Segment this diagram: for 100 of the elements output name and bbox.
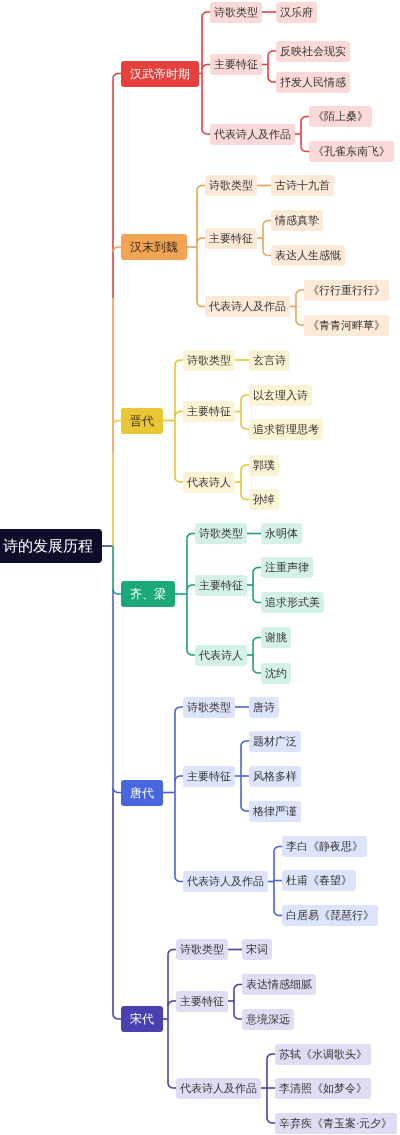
connector-line — [252, 571, 254, 586]
detail-topic: 抒发人民情感 — [276, 71, 350, 93]
connector-line — [262, 224, 264, 239]
connector-line — [256, 237, 264, 239]
subtopic: 代表诗人及作品 — [183, 871, 268, 892]
connector-line — [227, 1000, 235, 1002]
detail-topic: 辛弃疾《青玉案·元夕》 — [275, 1112, 397, 1134]
connector-line — [201, 68, 203, 75]
subtopic: 主要特征 — [195, 574, 247, 596]
detail-topic: 永明体 — [261, 523, 302, 544]
connector-line — [112, 452, 114, 547]
detail-topic: 《陌上桑》 — [309, 106, 372, 127]
detail-topic: 李清照《如梦令》 — [275, 1077, 371, 1099]
connector-line — [186, 589, 188, 595]
connector-line — [196, 189, 198, 244]
connector-line — [273, 850, 275, 883]
connector-line — [234, 481, 242, 483]
subtopic: 主要特征 — [183, 765, 235, 787]
connector-line — [167, 953, 169, 1007]
detail-topic: 《孔雀东南飞》 — [309, 141, 394, 162]
connector-line — [240, 745, 242, 777]
connector-line — [174, 364, 176, 418]
detail-topic: 孙绰 — [249, 489, 279, 510]
detail-topic: 意境深远 — [242, 1008, 294, 1030]
connector-line — [300, 120, 302, 135]
connector-line — [174, 706, 184, 713]
connector-line — [294, 133, 302, 135]
detail-topic: 追求哲理思考 — [249, 418, 323, 440]
connector-line — [252, 667, 262, 674]
connector-line — [201, 72, 203, 130]
connector-line — [112, 786, 114, 1015]
connector-line — [295, 294, 297, 308]
connector-line — [234, 775, 242, 777]
detail-topic: 反映社会现实 — [276, 40, 350, 62]
connector-line — [196, 237, 206, 244]
connector-line — [300, 133, 302, 148]
subtopic: 代表诗人 — [183, 471, 235, 493]
connector-line — [201, 16, 203, 71]
connector-line — [295, 305, 297, 321]
connector-line — [266, 1058, 268, 1089]
connector-line — [167, 1000, 177, 1007]
detail-topic: 题材广泛 — [249, 730, 301, 752]
connector-line — [252, 654, 254, 669]
subtopic: 主要特征 — [210, 54, 262, 75]
main-topic: 汉末到魏 — [121, 234, 187, 260]
connector-line — [112, 1013, 122, 1020]
detail-topic: 谢朓 — [261, 627, 291, 648]
connector-line — [233, 1013, 243, 1020]
detail-topic: 白居易《琵琶行》 — [282, 905, 378, 926]
connector-line — [262, 237, 264, 252]
connector-line — [112, 588, 122, 595]
connector-line — [186, 593, 188, 651]
connector-line — [167, 1005, 169, 1020]
connector-line — [174, 775, 184, 782]
detail-topic: 《青青河畔草》 — [304, 314, 389, 336]
connector-line — [112, 424, 114, 455]
connector-line — [186, 246, 198, 248]
connector-line — [260, 1087, 268, 1089]
detail-topic: 唐诗 — [249, 696, 279, 718]
subtopic: 诗歌类型 — [210, 1, 262, 23]
subtopic: 诗歌类型 — [205, 175, 257, 196]
detail-topic: 李白《静夜思》 — [282, 836, 367, 857]
connector-line — [174, 419, 176, 478]
connector-line — [174, 711, 176, 782]
detail-topic: 表达情感细腻 — [242, 974, 316, 995]
detail-topic: 格律严谨 — [249, 800, 301, 822]
connector-line — [112, 545, 114, 590]
subtopic: 诗歌类型 — [183, 696, 235, 718]
connector-line — [174, 780, 176, 794]
connector-line — [234, 706, 250, 708]
connector-line — [252, 584, 254, 599]
connector-line — [267, 55, 269, 66]
connector-line — [167, 1082, 177, 1089]
connector-line — [240, 423, 250, 430]
connector-line — [240, 394, 250, 401]
connector-line — [112, 588, 114, 789]
detail-topic: 苏轼《水调歌头》 — [275, 1043, 371, 1065]
connector-line — [240, 775, 242, 807]
main-topic: 汉武帝时期 — [121, 60, 199, 87]
detail-topic: 郭璞 — [249, 454, 279, 476]
detail-topic: 注重声律 — [261, 557, 313, 578]
connector-line — [295, 319, 305, 326]
connector-line — [174, 593, 188, 595]
connector-line — [174, 359, 184, 366]
subtopic: 代表诗人 — [195, 644, 247, 666]
main-topic: 晋代 — [121, 407, 163, 434]
connector-line — [233, 988, 235, 1002]
connector-line — [266, 1053, 276, 1060]
subtopic: 诗歌类型 — [195, 523, 247, 544]
connector-line — [167, 1018, 169, 1084]
subtopic: 主要特征 — [205, 227, 257, 249]
connector-line — [261, 11, 277, 13]
connector-line — [201, 11, 211, 18]
connector-line — [246, 654, 254, 656]
connector-line — [240, 481, 242, 496]
connector-line — [240, 805, 250, 812]
subtopic: 代表诗人及作品 — [176, 1077, 261, 1099]
connector-line — [266, 1087, 276, 1089]
connector-line — [186, 537, 188, 591]
main-topic: 宋代 — [121, 1006, 163, 1032]
